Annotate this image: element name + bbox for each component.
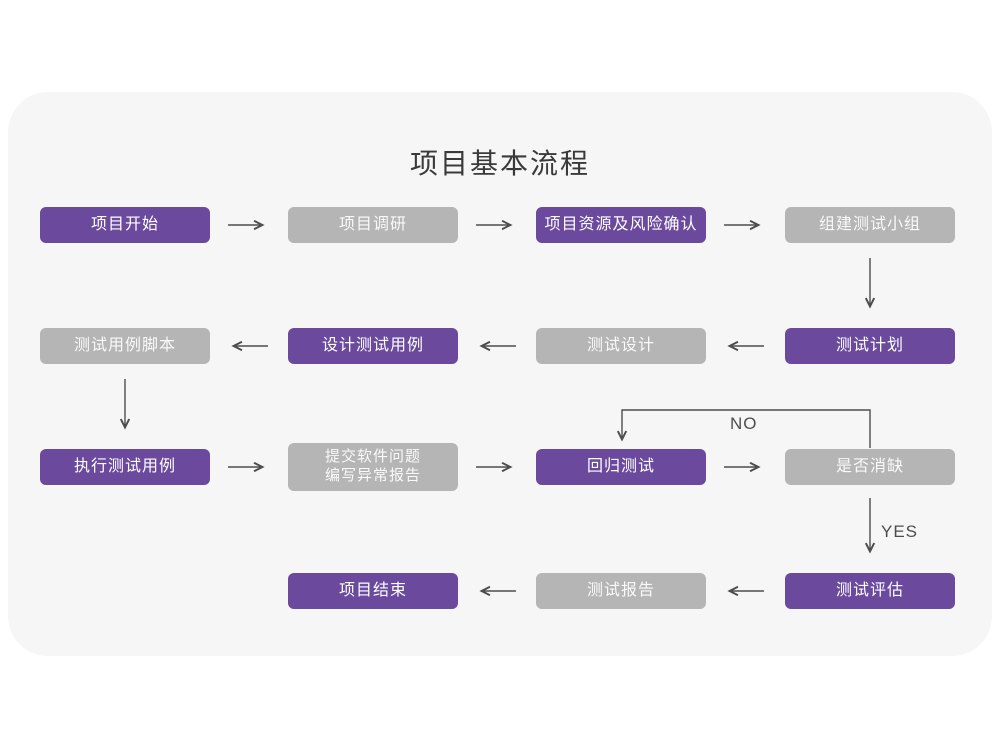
node-design-test-cases: 设计测试用例 xyxy=(288,328,458,364)
node-project-research: 项目调研 xyxy=(288,207,458,243)
branch-label-no: NO xyxy=(730,414,758,433)
flowchart-card xyxy=(8,92,992,656)
node-test-case-scripts: 测试用例脚本 xyxy=(40,328,210,364)
node-test-report: 测试报告 xyxy=(536,573,706,609)
node-build-test-team: 组建测试小组 xyxy=(785,207,955,243)
node-execute-test-cases: 执行测试用例 xyxy=(40,449,210,485)
node-test-evaluation: 测试评估 xyxy=(785,573,955,609)
node-submit-issues: 提交软件问题 编写异常报告 xyxy=(288,443,458,491)
node-resources-risk: 项目资源及风险确认 xyxy=(536,207,706,243)
diagram-title: 项目基本流程 xyxy=(409,148,590,179)
node-test-plan: 测试计划 xyxy=(785,328,955,364)
node-project-start: 项目开始 xyxy=(40,207,210,243)
node-test-design: 测试设计 xyxy=(536,328,706,364)
branch-label-yes: YES xyxy=(881,522,919,541)
node-project-end: 项目结束 xyxy=(288,573,458,609)
node-defect-cleared: 是否消缺 xyxy=(785,449,955,485)
node-regression-test: 回归测试 xyxy=(536,449,706,485)
